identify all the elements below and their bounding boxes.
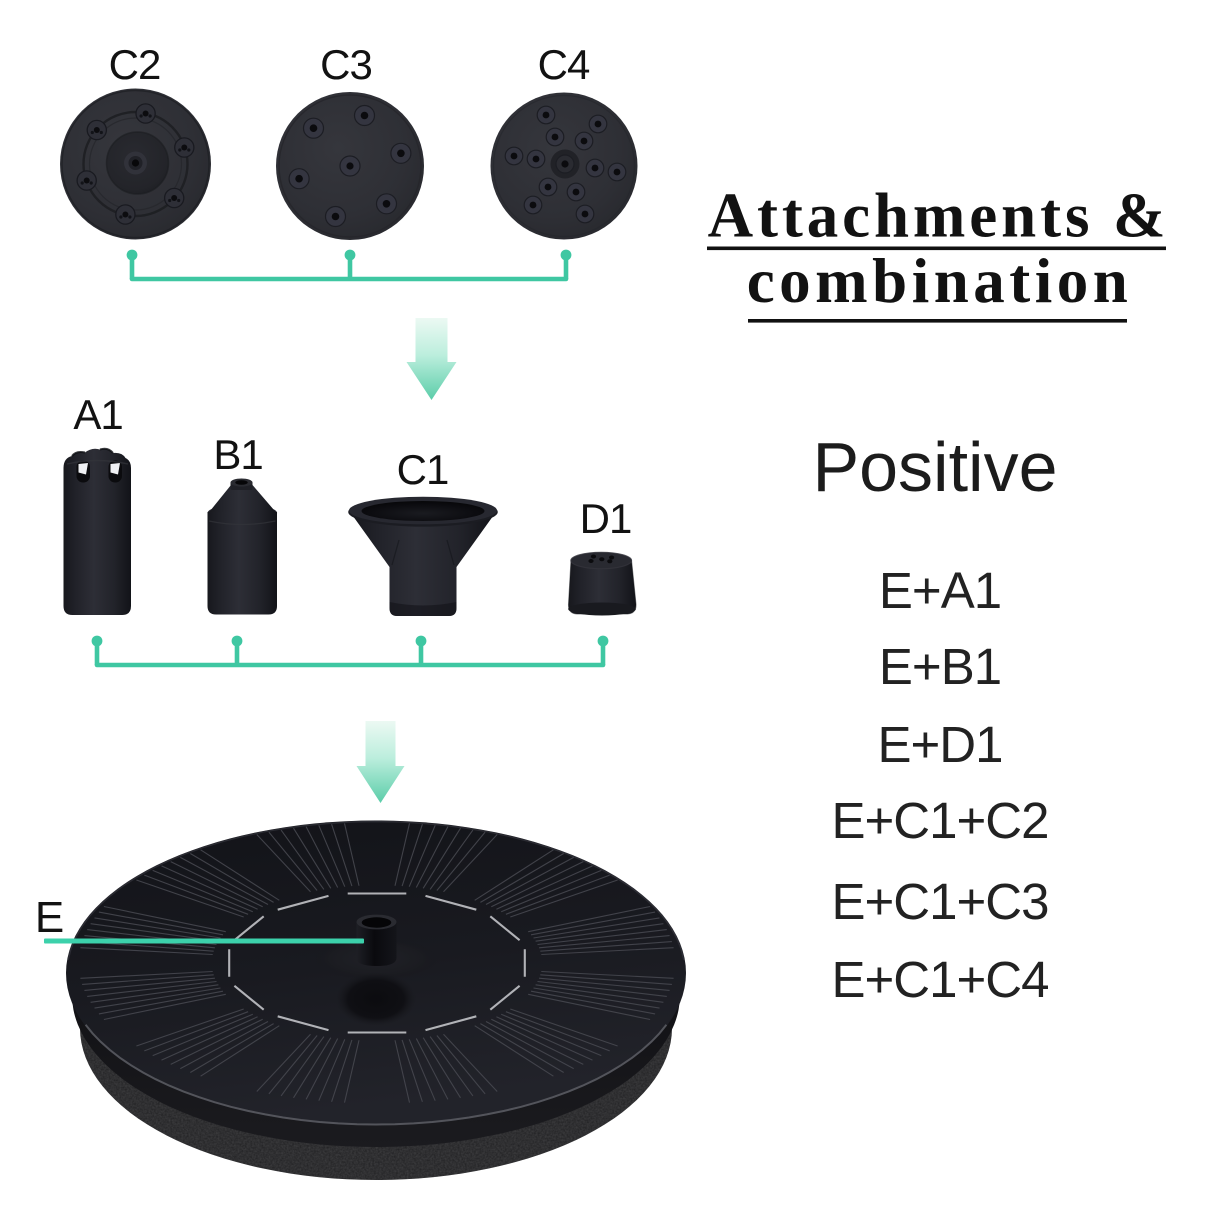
svg-text:C1: C1 xyxy=(397,446,449,493)
svg-text:D1: D1 xyxy=(580,495,632,542)
svg-text:E+C1+C2: E+C1+C2 xyxy=(832,792,1049,849)
svg-text:C3: C3 xyxy=(320,41,372,88)
svg-text:E+B1: E+B1 xyxy=(879,638,1001,695)
svg-text:E+C1+C3: E+C1+C3 xyxy=(832,873,1049,930)
svg-text:Positive: Positive xyxy=(812,428,1057,506)
svg-text:A1: A1 xyxy=(73,391,122,438)
svg-text:E+D1: E+D1 xyxy=(878,716,1003,773)
svg-text:E+C1+C4: E+C1+C4 xyxy=(832,951,1049,1008)
svg-text:combination: combination xyxy=(747,246,1133,316)
svg-text:E+A1: E+A1 xyxy=(879,562,1001,619)
svg-text:Attachments &: Attachments & xyxy=(708,181,1170,251)
svg-text:C2: C2 xyxy=(109,41,161,88)
svg-text:E: E xyxy=(35,893,64,942)
svg-text:B1: B1 xyxy=(213,431,262,478)
svg-text:C4: C4 xyxy=(538,41,590,88)
